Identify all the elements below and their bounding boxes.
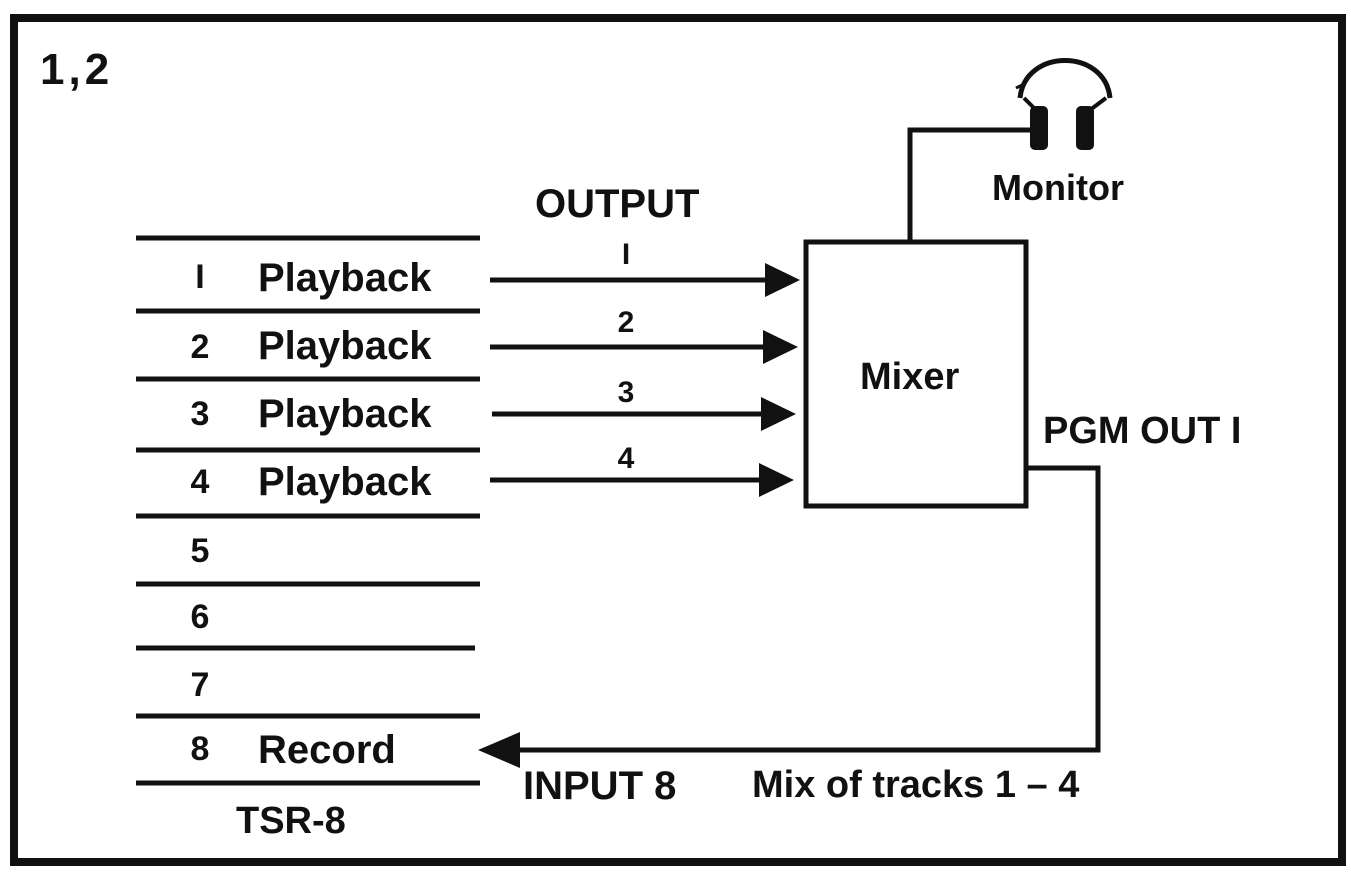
output-arrows [490,263,800,497]
output-channel-1: I [621,238,631,271]
diagram-frame [10,14,1346,866]
output-channel-2: 2 [617,306,635,339]
input-label: INPUT 8 [523,764,677,808]
device-label: TSR-8 [236,800,346,842]
pgm-out-line [520,465,1101,753]
track-number-4: 4 [190,463,210,501]
track-name-8: Record [258,728,396,772]
output-arrow-1-head [765,263,800,297]
pgm-out-label: PGM OUT I [1043,410,1242,452]
monitor-label: Monitor [992,167,1124,208]
mixer-box [803,239,1029,509]
track-lines [136,235,480,786]
track-number-5: 5 [190,532,210,570]
mix-label: Mix of tracks 1 – 4 [752,764,1080,806]
output-heading: OUTPUT [535,182,700,226]
monitor-line [907,127,1030,242]
output-channel-3: 3 [617,376,635,409]
track-name-3: Playback [258,392,432,436]
output-channel-4: 4 [617,442,635,475]
track-number-2: 2 [190,328,210,366]
mixer-label: Mixer [860,356,960,398]
track-number-1: I [195,258,205,296]
input-arrow-head [478,732,520,768]
track-name-4: Playback [258,460,432,504]
figure-label: 1,2 [40,45,114,94]
track-name-1: Playback [258,256,432,300]
output-arrow-4-head [759,463,794,497]
output-arrow-3-head [761,397,796,431]
headphones-icon [1015,58,1113,150]
output-arrow-2-head [763,330,798,364]
track-number-6: 6 [190,598,210,636]
track-name-2: Playback [258,324,432,368]
track-number-8: 8 [190,730,210,768]
track-number-3: 3 [190,395,210,433]
track-number-7: 7 [190,666,210,704]
